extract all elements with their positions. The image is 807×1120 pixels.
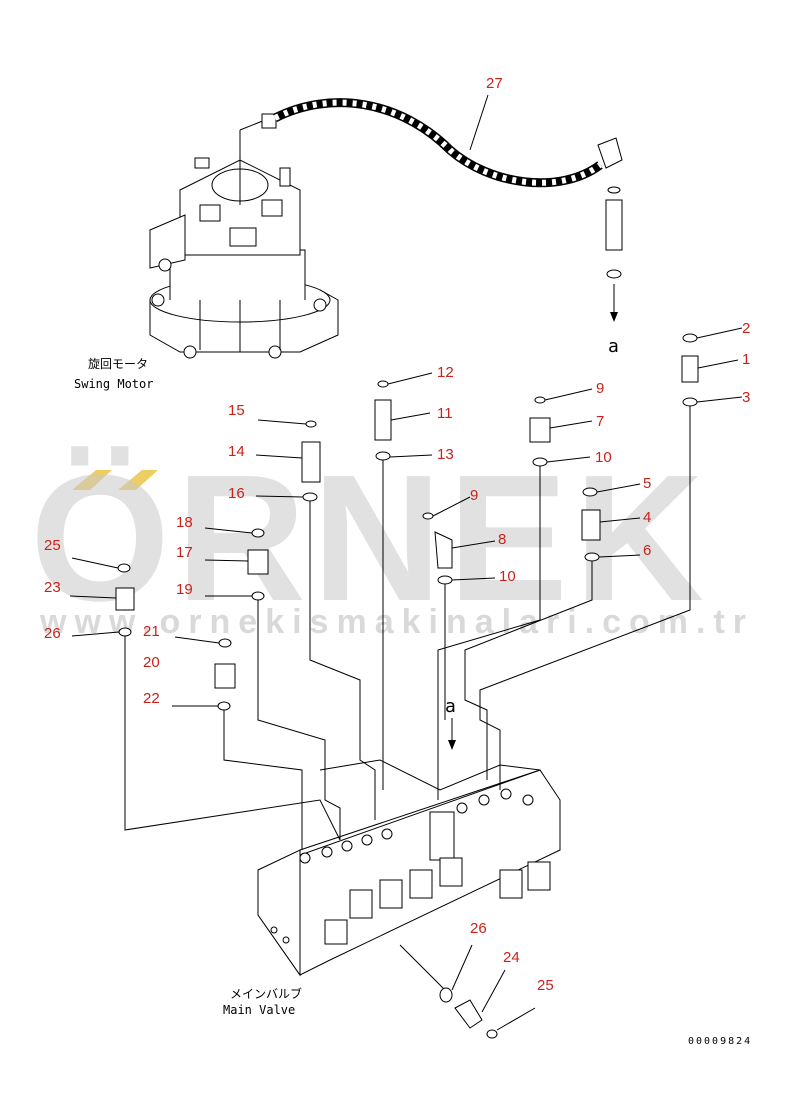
watermark: ÖRNEK www.ornekismakinalari.com.tr	[30, 438, 754, 641]
leader-lines	[69, 327, 743, 1031]
callout-26-bottom: 26	[470, 920, 487, 937]
hose-end-fittings	[605, 186, 623, 322]
callout-4: 4	[643, 509, 651, 526]
callouts: 27 2 1 3 12 9 15 11 7 14 13 10 16 5 9 4 …	[44, 75, 750, 994]
swing-motor-label-jp: 旋回モータ	[88, 357, 148, 371]
callout-20: 20	[143, 654, 160, 671]
callout-27: 27	[486, 75, 503, 92]
watermark-accent-mark	[72, 470, 158, 490]
callout-18: 18	[176, 514, 193, 531]
hose-27	[239, 94, 623, 205]
fitting-parts	[115, 333, 699, 1039]
callout-9-top: 9	[596, 380, 604, 397]
swing-motor-drawing	[149, 157, 339, 359]
callout-25-bottom: 25	[537, 977, 554, 994]
callout-9-mid: 9	[470, 487, 478, 504]
callout-12: 12	[437, 364, 454, 381]
callout-13: 13	[437, 446, 454, 463]
callout-22: 22	[143, 690, 160, 707]
callout-19: 19	[176, 581, 193, 598]
callout-17: 17	[176, 544, 193, 561]
arrow-a-top: a	[608, 336, 619, 357]
callout-10-top: 10	[595, 449, 612, 466]
callout-8: 8	[498, 531, 506, 548]
main-valve-drawing	[257, 759, 561, 977]
main-valve-label-jp: メインバルブ	[230, 986, 302, 1001]
main-valve-label-en: Main Valve	[223, 1003, 295, 1017]
callout-6: 6	[643, 542, 651, 559]
swing-motor-label-en: Swing Motor	[74, 377, 153, 391]
callout-21: 21	[143, 623, 160, 640]
callout-24: 24	[503, 949, 520, 966]
callout-14: 14	[228, 443, 245, 460]
callout-1: 1	[742, 351, 750, 368]
callout-10-mid: 10	[499, 568, 516, 585]
callout-16: 16	[228, 485, 245, 502]
callout-11: 11	[437, 405, 453, 422]
drawing-number: 00009824	[688, 1036, 752, 1047]
callout-26-left: 26	[44, 625, 61, 642]
callout-2: 2	[742, 320, 750, 337]
callout-23: 23	[44, 579, 61, 596]
watermark-url: www.ornekismakinalari.com.tr	[39, 603, 754, 641]
callout-15: 15	[228, 402, 245, 419]
arrow-a-bottom: a	[445, 696, 456, 717]
pipe-lines	[124, 404, 691, 991]
callout-25-left: 25	[44, 537, 61, 554]
callout-5: 5	[643, 475, 651, 492]
callout-3: 3	[742, 389, 750, 406]
callout-7: 7	[596, 413, 604, 430]
